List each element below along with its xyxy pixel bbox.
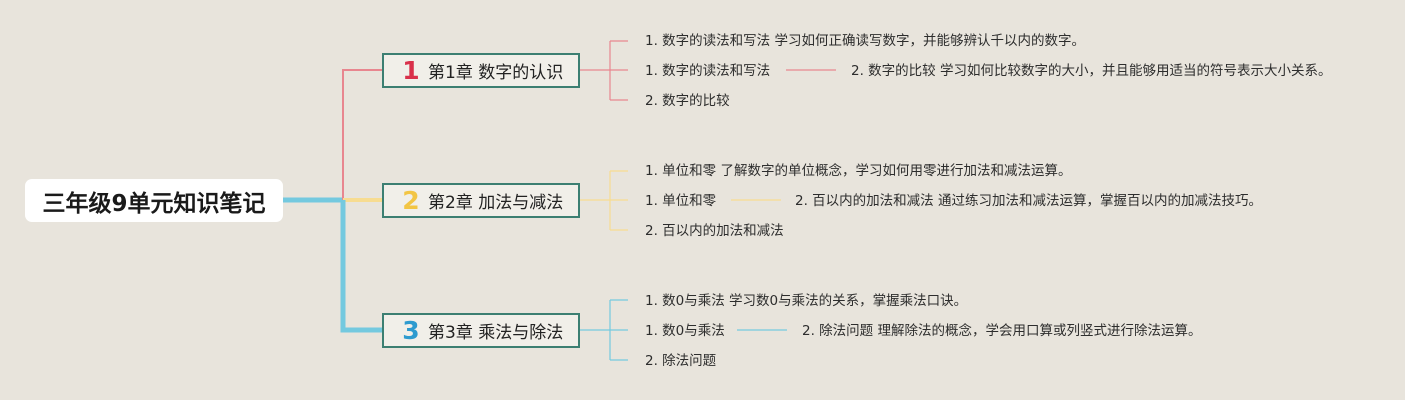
chapter-2-node[interactable]: 2 第2章 加法与减法 [382,183,580,218]
ch2-leaf-2[interactable]: 1. 单位和零 [645,193,717,209]
ch1-leaf-3[interactable]: 2. 数字的比较 [645,93,730,109]
root-topic[interactable]: 三年级9单元知识笔记 [25,179,283,222]
ch2-leaf-connectors [580,170,628,231]
ch3-leaf-1[interactable]: 1. 数0与乘法 学习数0与乘法的关系，掌握乘法口诀。 [645,293,968,309]
ch1-subleaf-1[interactable]: 2. 数字的比较 学习如何比较数字的大小，并且能够用适当的符号表示大小关系。 [851,63,1332,79]
ch3-leaf-connectors [580,299,628,361]
ch3-subleaf-1[interactable]: 2. 除法问题 理解除法的概念，学会用口算或列竖式进行除法运算。 [802,323,1202,339]
chapter-2-number-icon: 2 [402,186,420,215]
ch1-leaf-connectors [580,40,628,101]
root-title: 三年级9单元知识笔记 [42,190,266,217]
ch1-leaf-2[interactable]: 1. 数字的读法和写法 [645,63,771,79]
ch3-leaf-3[interactable]: 2. 除法问题 [645,353,717,369]
chapter-1-label: 第1章 数字的认识 [428,63,564,83]
ch1-leaf-1[interactable]: 1. 数字的读法和写法 学习如何正确读写数字，并能够辨认千以内的数字。 [645,33,1085,49]
chapter-3-node[interactable]: 3 第3章 乘法与除法 [382,313,580,348]
ch3-leaf-2[interactable]: 1. 数0与乘法 [645,323,725,339]
chapter-1-node[interactable]: 1 第1章 数字的认识 [382,53,580,88]
branch-3-connector [340,200,382,333]
chapter-3-number-icon: 3 [402,316,420,345]
chapter-1-number-icon: 1 [402,56,420,85]
chapter-2-label: 第2章 加法与减法 [428,193,564,213]
ch2-leaf-1[interactable]: 1. 单位和零 了解数字的单位概念，学习如何用零进行加法和减法运算。 [645,163,1072,179]
ch2-leaf-3[interactable]: 2. 百以内的加法和减法 [645,223,784,239]
branch-1-connector [342,69,382,200]
ch2-subleaf-1[interactable]: 2. 百以内的加法和减法 通过练习加法和减法运算，掌握百以内的加减法技巧。 [795,193,1262,209]
chapter-3-label: 第3章 乘法与除法 [428,323,564,343]
